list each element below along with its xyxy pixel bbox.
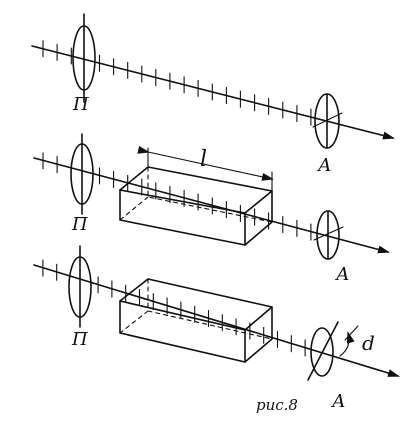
row-3-polarizer-label: П bbox=[71, 329, 88, 350]
row-3-setup: П А d bbox=[33, 245, 400, 412]
row-2-analyzer-label: А bbox=[334, 264, 350, 285]
row-1-setup: П А bbox=[31, 13, 395, 176]
row-2-length-label: l bbox=[200, 147, 207, 172]
row-3-sample bbox=[119, 278, 273, 363]
row-1-analyzer bbox=[312, 93, 343, 149]
row-3-analyzer-axis-rotated bbox=[307, 321, 339, 381]
row-3-angle-line bbox=[344, 325, 359, 341]
row-3-analyzer-label: А bbox=[330, 391, 346, 412]
row-1-polarizer-label: П bbox=[72, 94, 89, 115]
row-3-polarizer bbox=[68, 245, 92, 328]
row-2-length-arrow bbox=[137, 145, 274, 181]
row-3-analyzer-disk bbox=[310, 327, 334, 377]
row-3-analyzer bbox=[307, 321, 359, 381]
row-1-polarization-ticks bbox=[42, 40, 312, 126]
row-2-setup: l П А bbox=[33, 133, 390, 285]
row-2-analyzer-axis-mark bbox=[313, 226, 344, 241]
row-2-sample-front bbox=[119, 189, 246, 246]
row-3-angle-label: d bbox=[362, 331, 375, 355]
row-3-sample-hidden-edges bbox=[119, 278, 273, 340]
row-2-polarizer-label: П bbox=[71, 214, 88, 235]
row-3-sample-side bbox=[244, 306, 273, 363]
row-3-angle-arc bbox=[339, 331, 355, 357]
row-2-polarizer bbox=[70, 133, 94, 215]
row-3-sample-front bbox=[119, 300, 246, 363]
row-1-analyzer-axis-mark bbox=[312, 112, 343, 128]
row-2-analyzer bbox=[313, 210, 344, 260]
row-3-light-beam bbox=[33, 264, 400, 377]
row-2-sample bbox=[119, 145, 274, 246]
figure-caption: рис.8 bbox=[256, 396, 298, 414]
row-1-analyzer-label: А bbox=[316, 155, 332, 176]
row-1-polarizer bbox=[72, 13, 96, 103]
